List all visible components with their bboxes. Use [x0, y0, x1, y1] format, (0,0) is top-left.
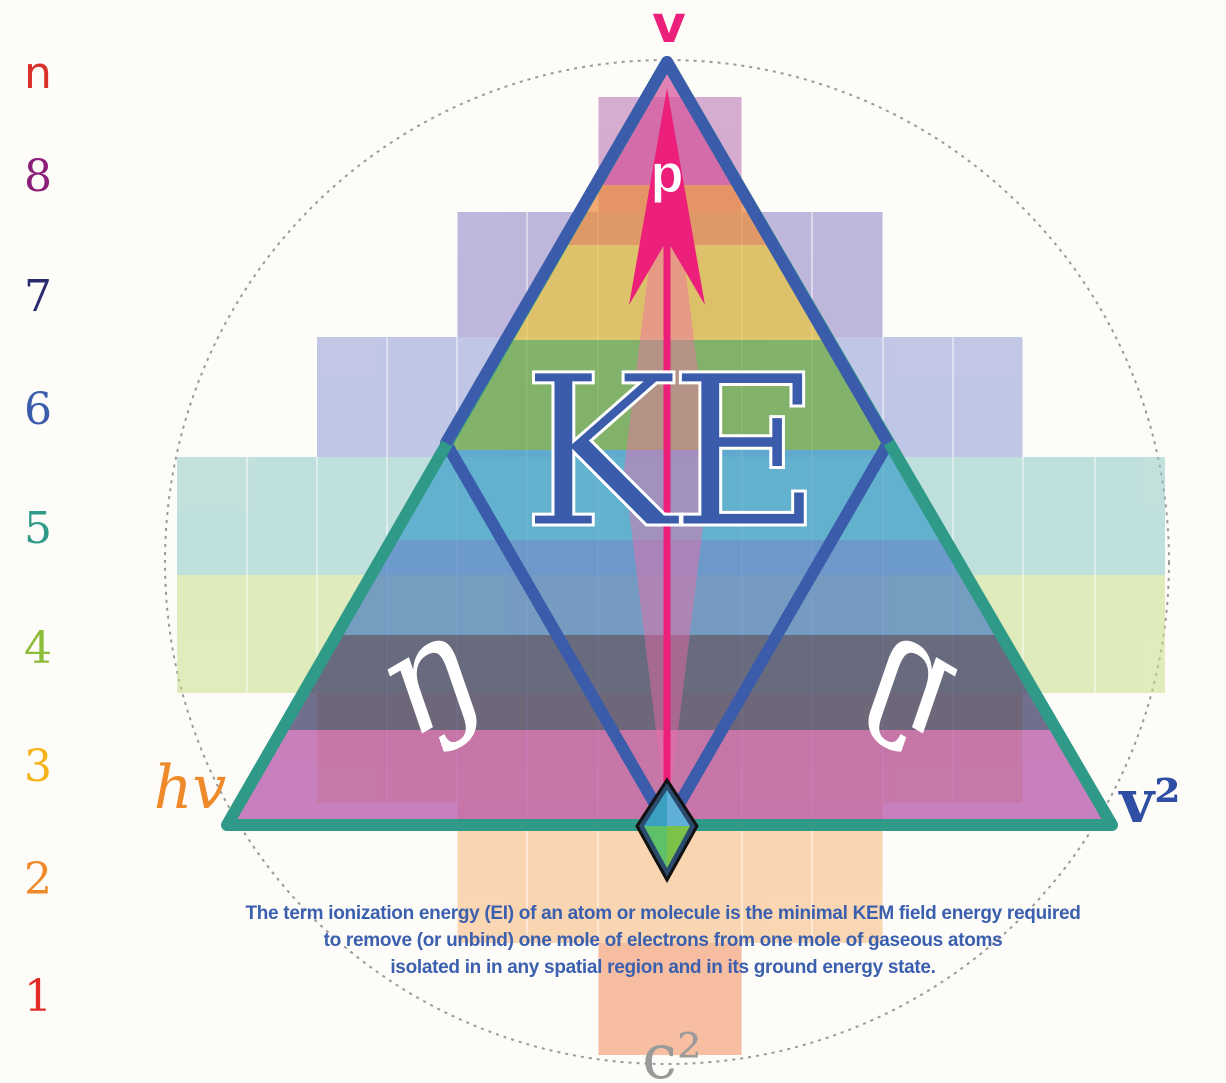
top-v-label: v — [652, 0, 686, 55]
upper-edge-left — [440, 56, 894, 447]
caption-line-1: The term ionization energy (EI) of an at… — [245, 903, 1081, 924]
c2-label: c² — [642, 1020, 702, 1083]
level-label-n: n — [24, 48, 52, 99]
level-label-8: 8 — [24, 151, 52, 202]
block-row-1 — [598, 943, 742, 1055]
caption-line-3: isolated in in any spatial region and in… — [390, 957, 936, 978]
p-label: p — [651, 144, 684, 204]
momentum-arrow — [629, 88, 705, 800]
boundary-circle — [164, 59, 1170, 1065]
level-label-1: 1 — [24, 971, 52, 1022]
v2-label: v² — [1117, 767, 1180, 837]
level-label-2: 2 — [24, 854, 52, 905]
level-label-7: 7 — [24, 271, 52, 322]
ionization-caption: The term ionization energy (EI) of an at… — [100, 900, 1226, 981]
level-label-6: 6 — [24, 384, 52, 435]
octahedron-icon — [635, 777, 699, 884]
caption-line-2: to remove (or unbind) one mole of electr… — [323, 930, 1003, 951]
level-label-4: 4 — [24, 623, 52, 674]
level-label-3: 3 — [24, 741, 52, 792]
level-label-5: 5 — [24, 503, 52, 554]
ke-label: KE — [522, 330, 812, 575]
hv-label: hv — [154, 753, 227, 823]
